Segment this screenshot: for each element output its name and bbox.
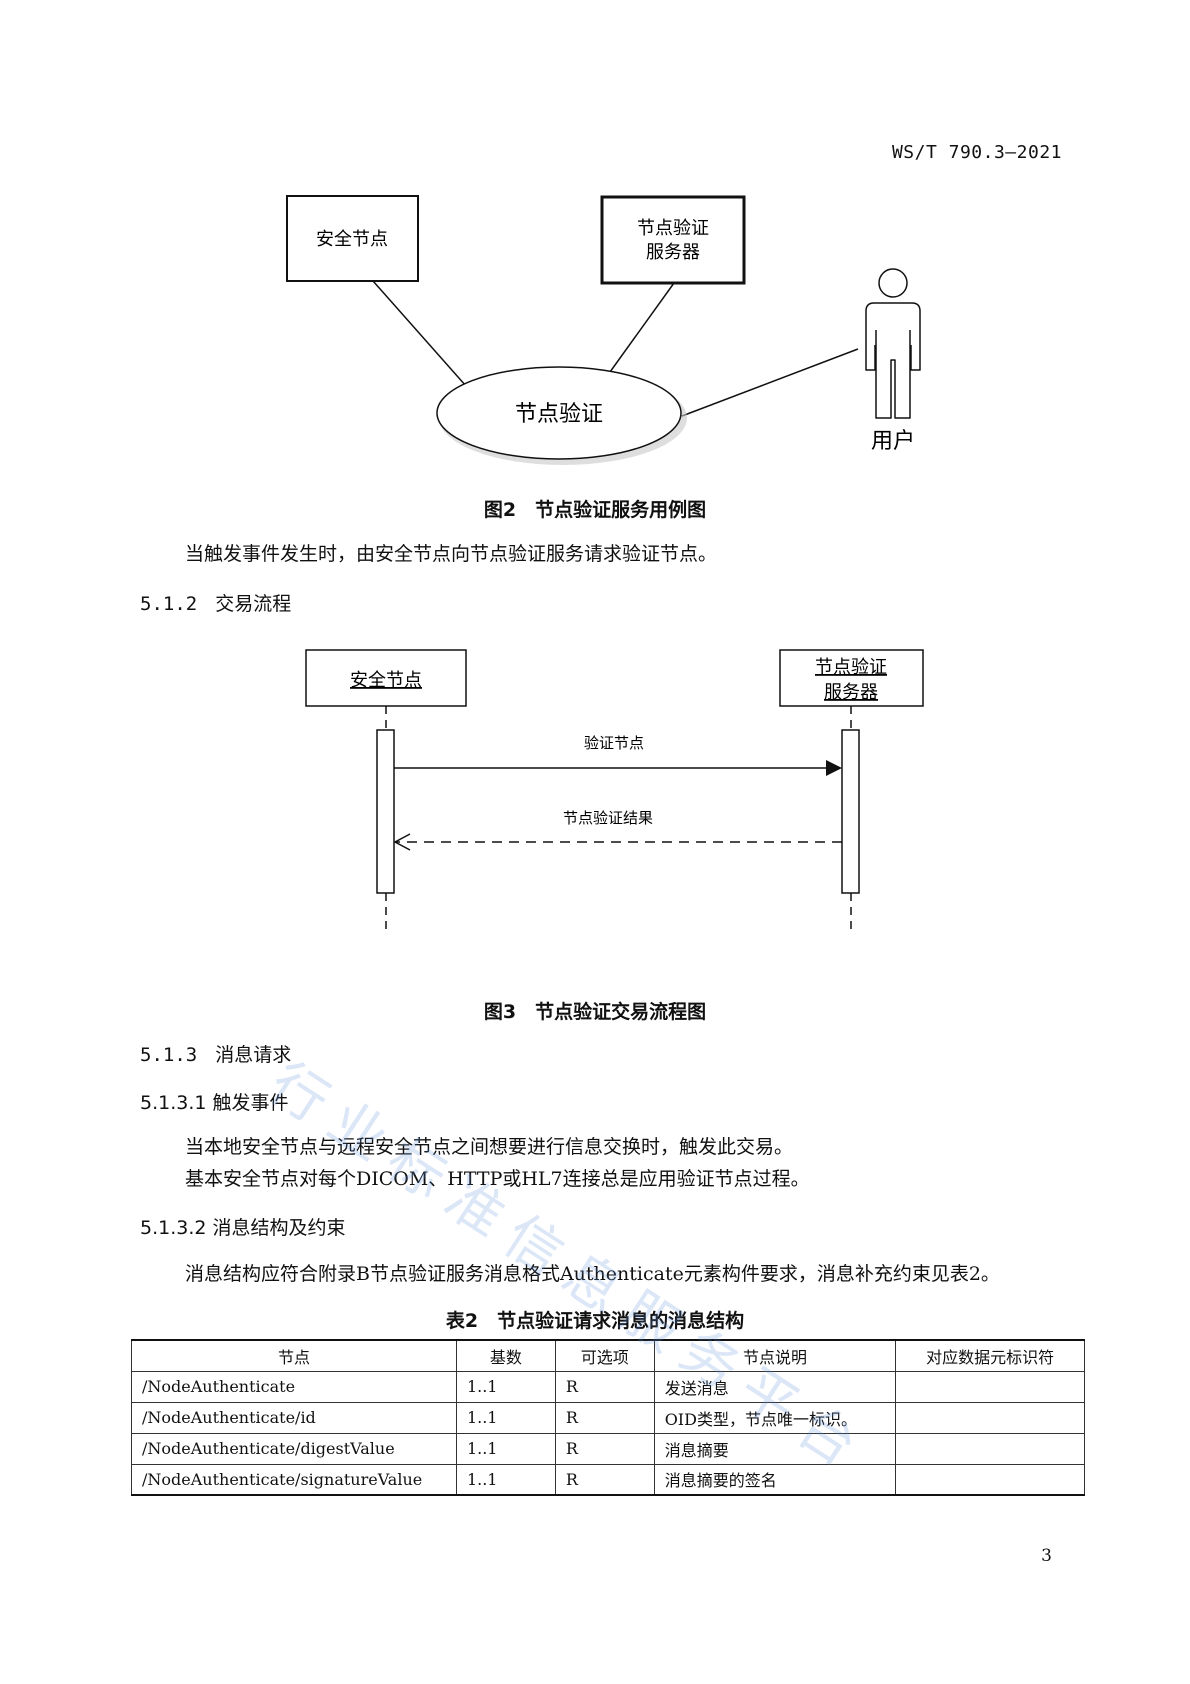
cell-data-element-id: [895, 1401, 1085, 1434]
paragraph-trigger: 当触发事件发生时，由安全节点向节点验证服务请求验证节点。: [185, 543, 718, 565]
usecase-ellipse: [436, 366, 682, 460]
secure-node-label: 安全节点: [316, 229, 388, 250]
cell-optionality: R: [554, 1463, 655, 1496]
cell-cardinality: 1..1: [455, 1432, 556, 1465]
actor-icon: [865, 268, 921, 419]
cell-cardinality: 1..1: [455, 1401, 556, 1434]
message-response-label: 节点验证结果: [563, 809, 653, 827]
association-line-secure-node: [372, 280, 467, 387]
cell-optionality: R: [554, 1370, 655, 1403]
table-row: /NodeAuthenticate/signatureValue 1..1 R …: [131, 1463, 1085, 1496]
participant-auth-server: [779, 649, 924, 707]
cell-data-element-id: [895, 1463, 1085, 1496]
message-request-arrowhead: [826, 760, 842, 776]
cell-cardinality: 1..1: [455, 1463, 556, 1496]
heading-number: 5.1.2: [140, 593, 198, 615]
column-header-cardinality: 基数: [455, 1339, 556, 1372]
table-row: /NodeAuthenticate/digestValue 1..1 R 消息摘…: [131, 1432, 1085, 1465]
standard-number: WS/T 790.3—2021: [891, 142, 1062, 163]
column-header-node: 节点: [131, 1339, 457, 1372]
auth-server-label-line2: 服务器: [646, 242, 700, 263]
figure-3-caption: 图3 节点验证交易流程图: [483, 1001, 707, 1023]
cell-description: OID类型，节点唯一标识。: [653, 1401, 897, 1434]
table-2-caption: 表2 节点验证请求消息的消息结构: [445, 1310, 745, 1332]
column-header-optionality: 可选项: [554, 1339, 655, 1372]
actor-label: 用户: [871, 429, 915, 454]
secure-node-box: [286, 195, 419, 282]
paragraph-5-1-3-1-line1: 当本地安全节点与远程安全节点之间想要进行信息交换时，触发此交易。: [185, 1136, 794, 1158]
heading-title: 交易流程: [215, 593, 292, 615]
figure-2-use-case-diagram: 安全节点 节点验证 服务器 节点验证 用户: [286, 195, 921, 465]
table-row: /NodeAuthenticate/id 1..1 R OID类型，节点唯一标识…: [131, 1401, 1085, 1434]
auth-server-label-line1: 节点验证: [637, 218, 709, 239]
paragraph-5-1-3-2: 消息结构应符合附录B节点验证服务消息格式Authenticate元素构件要求，消…: [185, 1263, 1000, 1285]
table-row: /NodeAuthenticate 1..1 R 发送消息: [131, 1370, 1085, 1403]
figure-2-caption: 图2 节点验证服务用例图: [483, 499, 707, 521]
usecase-label: 节点验证: [515, 402, 603, 427]
column-header-description: 节点说明: [653, 1339, 897, 1372]
message-response-arrowhead: [393, 833, 411, 851]
association-line-server: [609, 282, 675, 373]
heading-5-1-2: 5.1.2 交易流程: [140, 589, 291, 616]
cell-data-element-id: [895, 1432, 1085, 1465]
figure-3-sequence-diagram: 安全节点 节点验证 服务器 验证节点 节点验证结果: [305, 649, 924, 935]
participant-auth-server-label-line2: 服务器: [824, 682, 878, 703]
heading-number: 5.1.3: [140, 1044, 198, 1066]
heading-5-1-3: 5.1.3 消息请求: [140, 1040, 291, 1067]
auth-server-box: [600, 195, 746, 285]
paragraph-5-1-3-1-line2: 基本安全节点对每个DICOM、HTTP或HL7连接总是应用验证节点过程。: [185, 1168, 810, 1190]
participant-auth-server-label-line1: 节点验证: [815, 657, 887, 678]
table-header-row: 节点 基数 可选项 节点说明 对应数据元标识符: [131, 1339, 1085, 1372]
cell-optionality: R: [554, 1401, 655, 1434]
heading-5-1-3-1: 5.1.3.1 触发事件: [140, 1092, 289, 1114]
activation-left: [376, 729, 395, 894]
participant-secure-node-label: 安全节点: [350, 670, 422, 691]
participant-secure-node: [305, 649, 467, 707]
heading-5-1-3-2: 5.1.3.2 消息结构及约束: [140, 1217, 346, 1239]
association-line-user: [681, 348, 859, 417]
cell-node: /NodeAuthenticate: [131, 1370, 457, 1403]
cell-node: /NodeAuthenticate/signatureValue: [131, 1463, 457, 1496]
cell-node: /NodeAuthenticate/id: [131, 1401, 457, 1434]
cell-node: /NodeAuthenticate/digestValue: [131, 1432, 457, 1465]
cell-data-element-id: [895, 1370, 1085, 1403]
page-number: 3: [1041, 1546, 1052, 1566]
column-header-data-element-id: 对应数据元标识符: [895, 1339, 1085, 1372]
cell-description: 消息摘要的签名: [653, 1463, 897, 1496]
table-2-message-structure: 节点 基数 可选项 节点说明 对应数据元标识符 /NodeAuthenticat…: [131, 1339, 1085, 1496]
activation-right: [841, 729, 860, 894]
cell-optionality: R: [554, 1432, 655, 1465]
cell-cardinality: 1..1: [455, 1370, 556, 1403]
heading-title: 消息请求: [215, 1044, 292, 1066]
message-request-label: 验证节点: [584, 734, 644, 752]
cell-description: 发送消息: [653, 1370, 897, 1403]
cell-description: 消息摘要: [653, 1432, 897, 1465]
